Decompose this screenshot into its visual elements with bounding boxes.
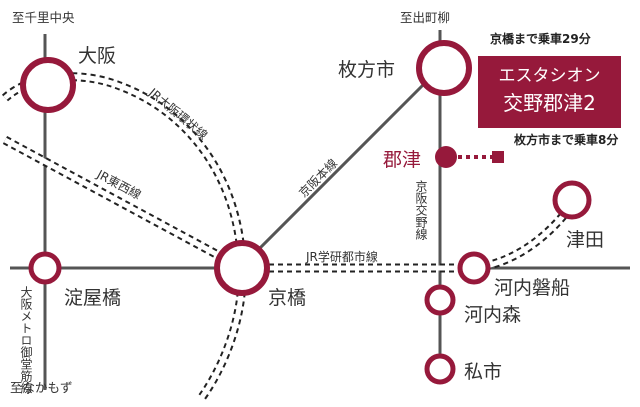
station-kawachi-mori[interactable] (424, 284, 456, 316)
label-hirakatashi: 枚方市 (338, 59, 395, 81)
label-jr-gakkentoshi: JR学研都市線 (305, 249, 378, 264)
station-yodoyabashi[interactable] (28, 251, 62, 285)
note-kyobashi-time: 京橋まで乗車29分 (490, 32, 591, 46)
label-tsuda: 津田 (566, 229, 604, 251)
direction-demachiyanagi: 至出町柳 (400, 10, 450, 25)
property-callout[interactable]: エスタシオン 交野郡津2 (478, 56, 621, 128)
label-keihan-katano: 京阪交野線 (414, 180, 428, 240)
label-yodoyabashi: 淀屋橋 (64, 287, 121, 309)
label-kyobashi: 京橋 (268, 287, 306, 309)
property-name-line2: 交野郡津2 (503, 91, 596, 115)
jr-loop-line (1, 72, 247, 403)
direction-senri-chuo: 至千里中央 (12, 10, 75, 25)
label-osaka: 大阪 (78, 45, 116, 67)
station-osaka[interactable] (20, 57, 76, 113)
label-kawachi-mori: 河内森 (464, 304, 521, 326)
station-kawachi-iwafune[interactable] (457, 251, 491, 285)
property-marker[interactable] (492, 151, 504, 163)
label-keihan-main: 京阪本線 (296, 156, 341, 201)
jr-tozai-line (2, 136, 245, 272)
station-tsuda[interactable] (552, 180, 592, 220)
station-kyobashi[interactable] (214, 240, 270, 296)
label-midosuji: 大阪メトロ御堂筋線 (19, 286, 33, 394)
label-jr-loop: JR大阪環状線 (145, 84, 210, 142)
station-hirakatashi[interactable] (416, 40, 472, 96)
property-name-line1: エスタシオン (498, 66, 601, 86)
label-kozu: 郡津 (383, 149, 421, 171)
direction-nakamozu: 至なかもず (10, 380, 73, 395)
label-kawachi-iwafune: 河内磐船 (494, 277, 570, 299)
jr-gakkentoshi-line (242, 197, 579, 273)
station-kozu[interactable] (435, 146, 457, 168)
label-kisaichi: 私市 (464, 361, 502, 383)
station-kisaichi[interactable] (424, 353, 456, 385)
note-hirakata-time: 枚方市まで乗車8分 (514, 133, 619, 147)
keihan-main-line (238, 66, 442, 270)
